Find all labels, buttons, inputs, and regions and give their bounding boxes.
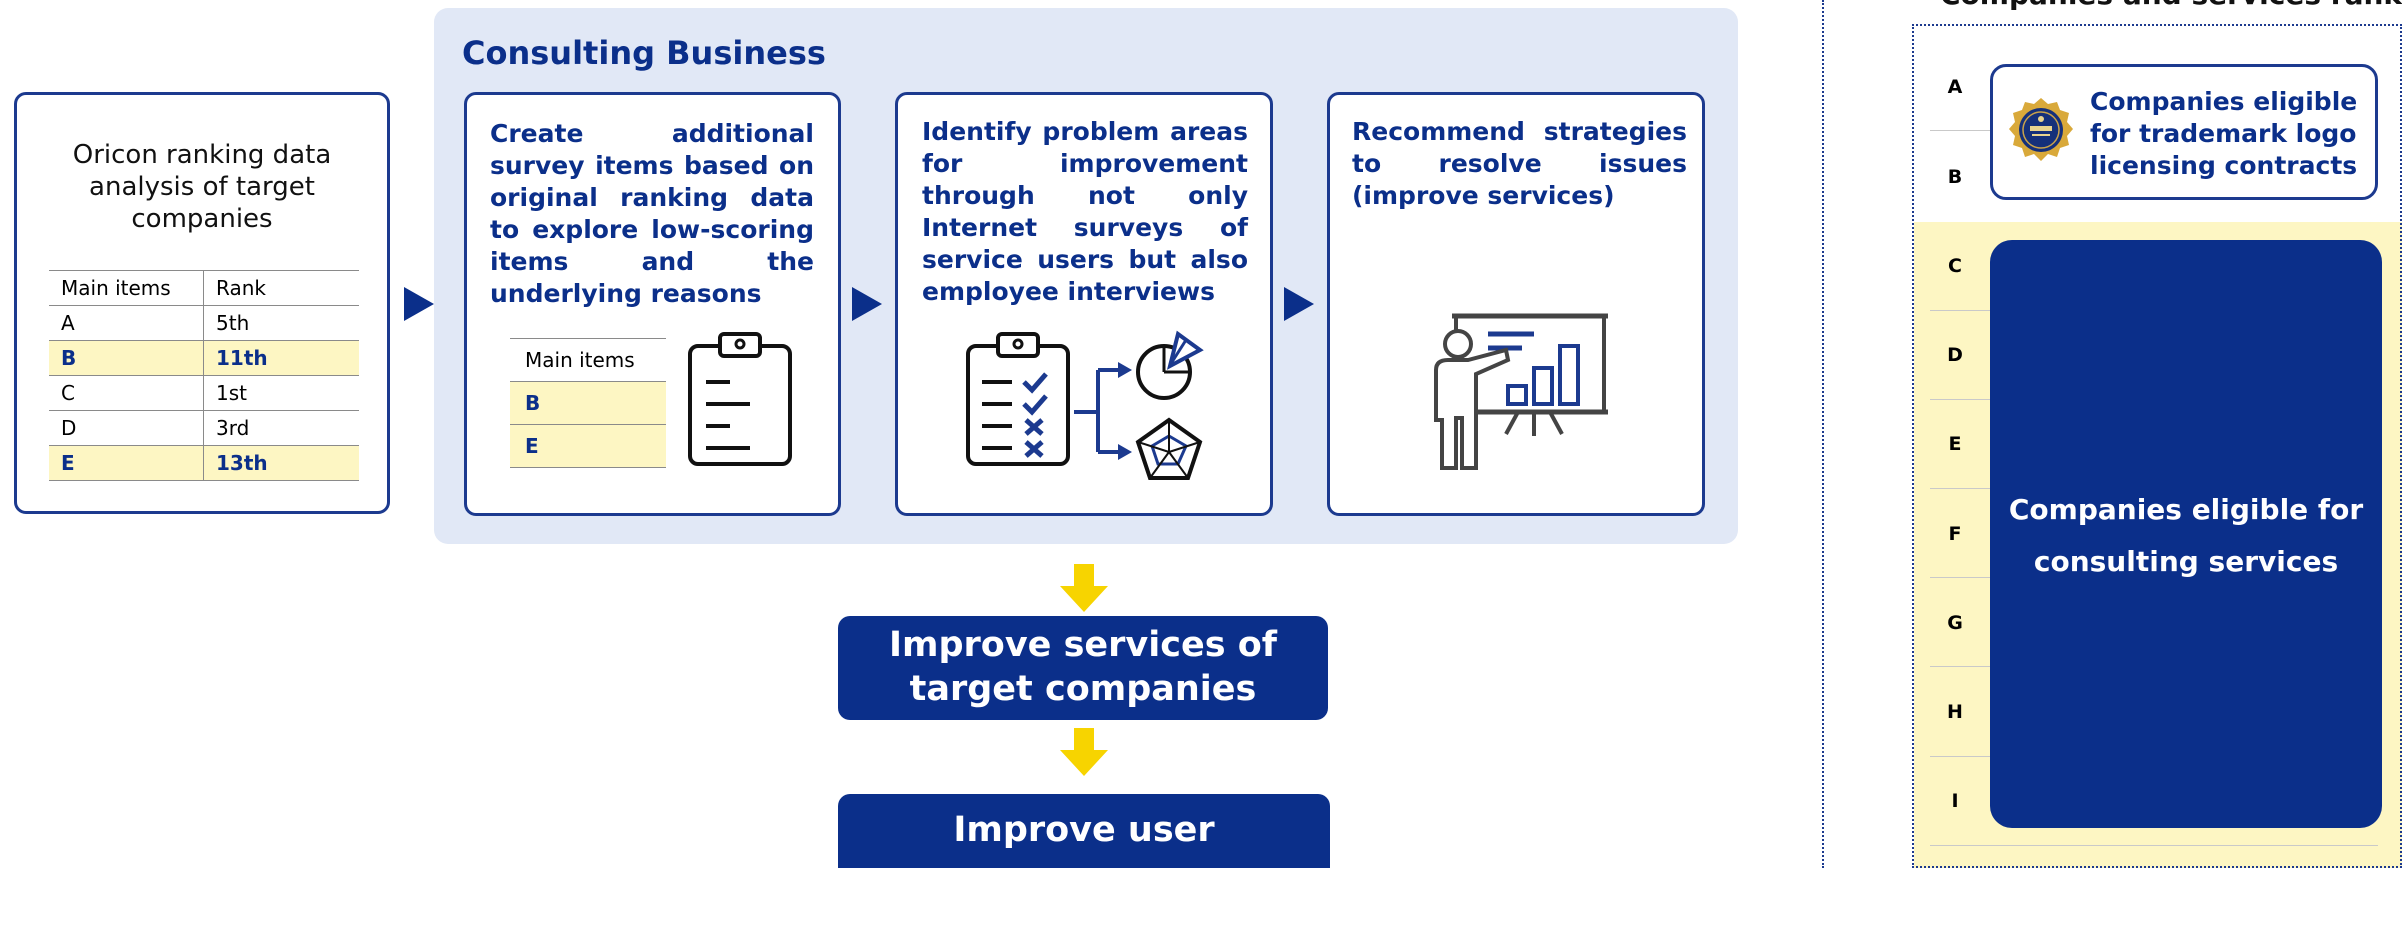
scale-letter: I [1951,790,1959,812]
down-arrow-icon [1060,564,1108,612]
ranking-scale-title: Companies and services rankings [1940,0,2402,11]
clipboard-icon [688,332,792,466]
row-rank: 1st [203,375,359,411]
row-item: D [49,410,204,446]
scale-letter: F [1948,523,1962,545]
scale-divider [1930,756,1990,757]
mini-table-item: E [510,424,666,468]
row-item: A [49,305,204,341]
scale-letter: A [1947,76,1963,98]
scale-divider [1930,666,1990,667]
scale-letter: B [1947,166,1963,188]
row-rank: 11th [203,340,359,376]
consulting-eligible-label: Companies eligible for consulting servic… [2008,493,2364,578]
medal-icon [2009,98,2073,161]
scale-divider [1930,577,1990,578]
flow-arrow-icon [852,287,882,321]
presenter-icon [1434,313,1608,470]
step-text-recommend: Recommend strategies to resolve issues (… [1352,117,1687,210]
column-header-rank: Rank [203,270,359,306]
scale-letter: H [1947,701,1963,723]
step-card-identify [895,92,1273,516]
step-text-survey: Create additional survey items based on … [490,119,814,308]
ranking-scale-frame [1912,24,2402,868]
row-rank: 3rd [203,410,359,446]
table-row: C 1st [49,375,359,411]
table-row: B 11th [49,340,359,376]
branch-connector-icon [1074,362,1132,460]
scale-divider [1930,845,2378,846]
mini-table-header: Main items [510,338,666,382]
flow-arrow-icon [1284,287,1314,321]
scale-letter: G [1947,612,1963,634]
row-item: C [49,375,204,411]
trademark-eligible-label: Companies eligible for trademark logo li… [2090,87,2358,180]
row-rank: 5th [203,305,359,341]
row-item: E [49,445,204,481]
scale-letter: E [1948,433,1962,455]
section-divider [1822,0,1824,868]
scale-divider [1930,399,1990,400]
table-row: D 3rd [49,410,359,446]
row-rank: 13th [203,445,359,481]
improve-services-box: Improve services of target companies [838,616,1328,720]
scale-letter: D [1947,344,1963,366]
mini-table: Main items B E [510,338,666,468]
flow-arrow-icon [404,287,434,321]
table-row: A 5th [49,305,359,341]
improve-satisfaction-box: Improve user satisfaction [838,794,1330,922]
analysis-card: Oricon ranking data analysis of target c… [14,92,390,514]
scale-letter: C [1948,255,1962,277]
column-header-main-items: Main items [49,270,204,306]
pie-chart-icon [1136,330,1204,400]
checklist-icon [966,332,1070,466]
step-card-recommend [1327,92,1705,516]
mini-table-item: B [510,381,666,425]
row-item: B [49,340,204,376]
step-text-identify: Identify problem areas for improvement t… [922,117,1248,306]
scale-divider [1930,488,1990,489]
consulting-title: Consulting Business [462,34,826,72]
consulting-eligible-box [1990,240,2382,828]
scale-divider [1930,310,1990,311]
analysis-title: Oricon ranking data analysis of target c… [72,140,332,234]
radar-chart-icon [1135,417,1203,480]
table-row: E 13th [49,445,359,481]
rank-table: Main items Rank A 5th B 11th C 1st D 3rd… [49,270,359,481]
down-arrow-icon [1060,728,1108,776]
